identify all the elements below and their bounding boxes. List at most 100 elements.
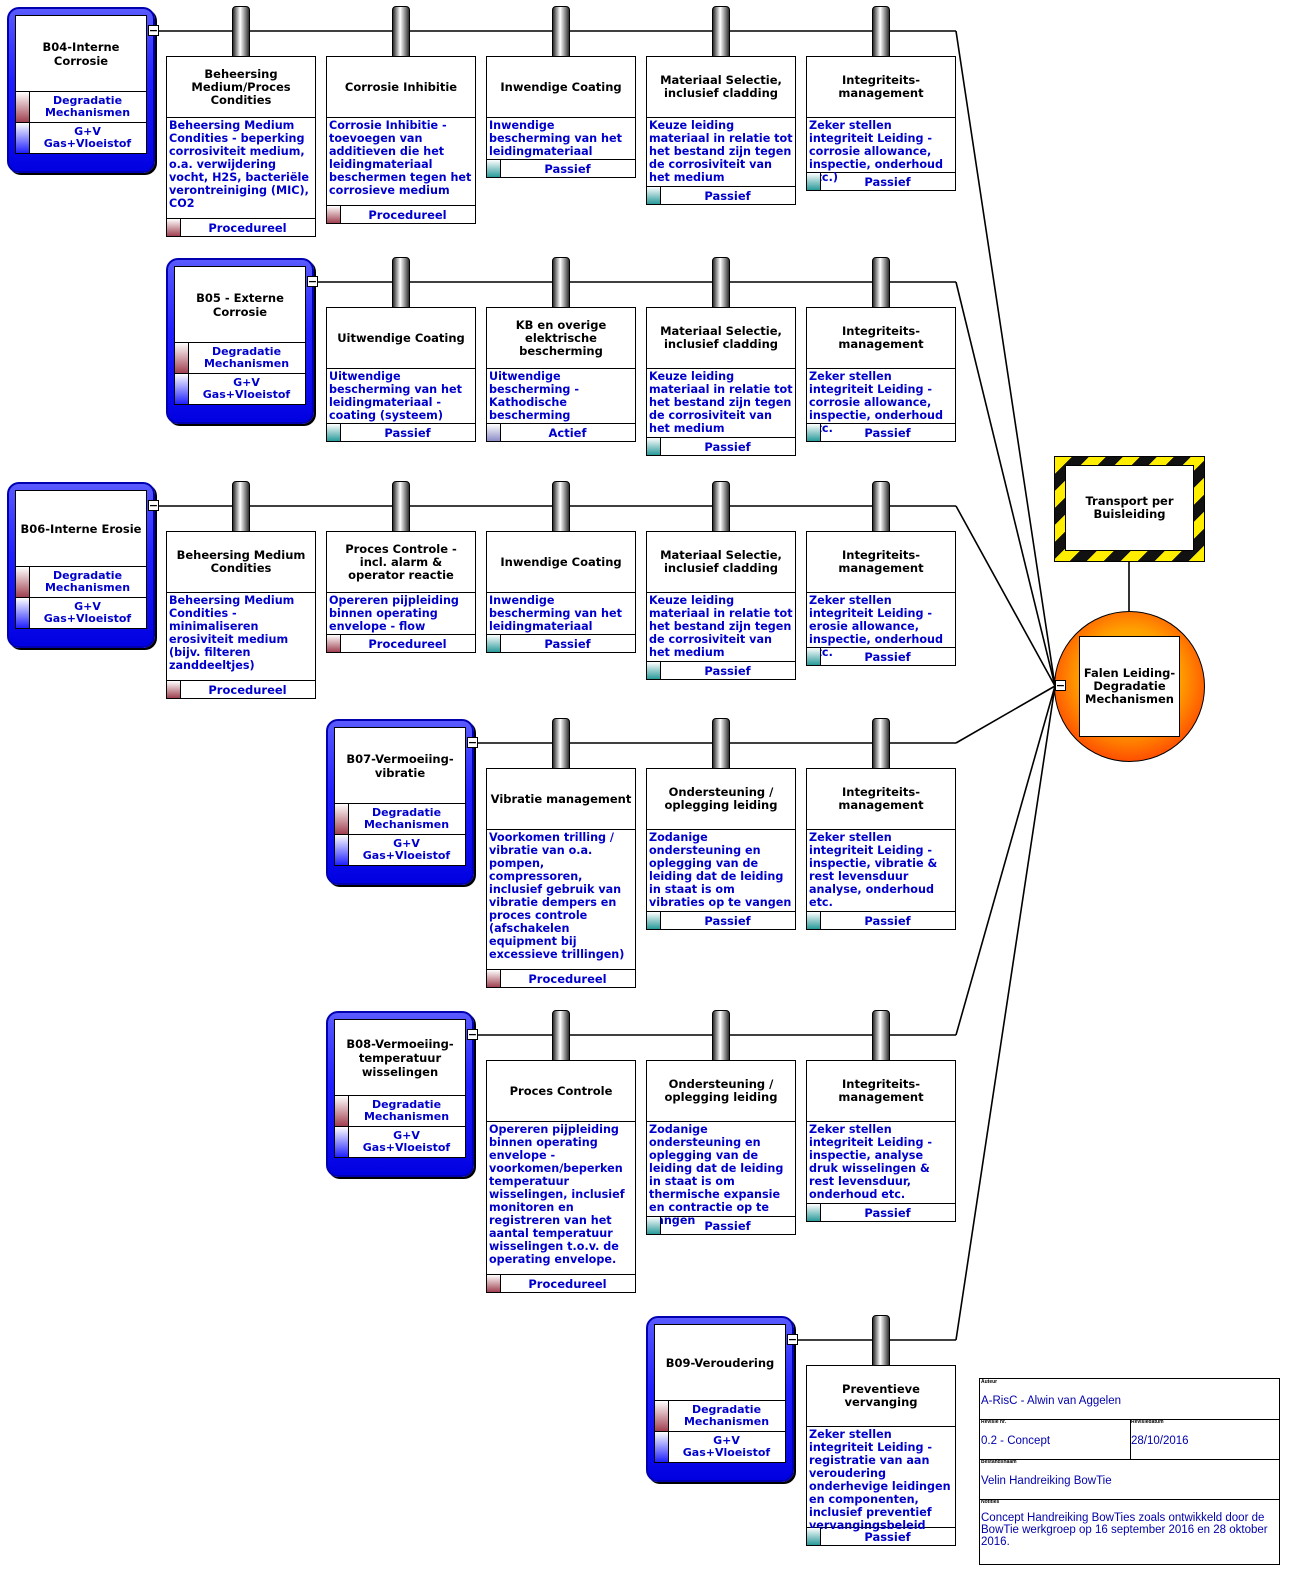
threat-collapse-icon[interactable]: − [787, 1333, 798, 1346]
barrier-type-label: Procedureel [368, 207, 447, 222]
barrier-type-label: Passief [704, 439, 751, 454]
threat-category-label: Degradatie Mechanismen [363, 1097, 450, 1123]
threat-category[interactable]: G+V Gas+Vloeistof [175, 374, 305, 404]
threat-connector [955, 685, 1056, 744]
barrier-type-swatch-icon [647, 438, 661, 455]
barrier-description: Zodanige ondersteuning en oplegging van … [647, 1122, 795, 1227]
barrier-type: Passief [327, 424, 475, 441]
barrier-title: Beheersing Medium Condities [167, 532, 315, 593]
barrier-post-icon [712, 481, 730, 535]
threat-collapse-icon[interactable]: − [467, 1028, 478, 1041]
barrier-title: Inwendige Coating [487, 57, 635, 118]
barrier-title: Beheersing Medium/Proces Condities [167, 57, 315, 118]
hazard-label: Transport per Buisleiding [1065, 465, 1194, 551]
barrier-description: Voorkomen trilling / vibratie van o.a. p… [487, 830, 635, 970]
barrier-type-swatch-icon [487, 1275, 501, 1292]
threat-category-label: G+V Gas+Vloeistof [362, 1128, 451, 1154]
top-event[interactable]: Falen Leiding-Degradatie Mechanismen [1054, 611, 1205, 762]
barrier-description: Zeker stellen integriteit Leiding - insp… [807, 830, 955, 912]
threat-category[interactable]: Degradatie Mechanismen [16, 567, 146, 598]
threat-collapse-icon[interactable]: − [307, 275, 318, 288]
threat-category[interactable]: Degradatie Mechanismen [16, 92, 146, 123]
barrier-post-icon [392, 6, 410, 60]
threat-name: B06-Interne Erosie [16, 491, 146, 567]
threat-collapse-icon[interactable]: − [467, 736, 478, 749]
threat-collapse-icon[interactable]: − [148, 24, 159, 37]
barrier-type: Procedureel [487, 970, 635, 987]
barrier-description: Keuze leiding materiaal in relatie tot h… [647, 369, 795, 438]
barrier-type-label: Passief [384, 425, 431, 440]
threat-category[interactable]: Degradatie Mechanismen [655, 1401, 785, 1432]
threat-name: B08-Vermoeiing-temperatuur wisselingen [335, 1020, 465, 1096]
barrier-title: Corrosie Inhibitie [327, 57, 475, 118]
top-event-collapse-icon[interactable]: − [1055, 679, 1066, 692]
category-swatch-icon [655, 1432, 669, 1462]
threat-category[interactable]: Degradatie Mechanismen [335, 804, 465, 835]
threat-category[interactable]: G+V Gas+Vloeistof [335, 835, 465, 865]
barrier[interactable]: Proces Controle - incl. alarm & operator… [326, 531, 476, 653]
threat-collapse-icon[interactable]: − [148, 499, 159, 512]
barrier-post-icon [712, 257, 730, 311]
barrier-type-swatch-icon [487, 160, 501, 177]
barrier-type: Passief [647, 438, 795, 455]
threat-category[interactable]: G+V Gas+Vloeistof [16, 598, 146, 628]
threat-category[interactable]: G+V Gas+Vloeistof [16, 123, 146, 153]
barrier-title: Integriteits-management [807, 57, 955, 118]
category-swatch-icon [175, 374, 189, 404]
threat-category[interactable]: G+V Gas+Vloeistof [335, 1127, 465, 1157]
threat-category[interactable]: G+V Gas+Vloeistof [655, 1432, 785, 1462]
barrier-type-swatch-icon [327, 206, 341, 223]
barrier-title: Ondersteuning / oplegging leiding [647, 1061, 795, 1122]
barrier-type-label: Passief [544, 636, 591, 651]
threat-category[interactable]: Degradatie Mechanismen [335, 1096, 465, 1127]
barrier-type: Passief [807, 912, 955, 929]
barrier-type-swatch-icon [647, 187, 661, 204]
barrier-title: Integriteits-management [807, 769, 955, 830]
threat-name: B05 - Externe Corrosie [175, 267, 305, 343]
barrier-type: Procedureel [167, 681, 315, 698]
barrier-type: Passief [647, 912, 795, 929]
barrier-type-label: Passief [864, 1205, 911, 1220]
barrier-type-swatch-icon [327, 424, 341, 441]
barrier-type: Passief [647, 1217, 795, 1234]
category-swatch-icon [335, 1096, 349, 1126]
barrier-post-icon [872, 1010, 890, 1064]
barrier-description: Corrosie Inhibitie - toevoegen van addit… [327, 118, 475, 206]
barrier-type-swatch-icon [807, 648, 821, 665]
threat-category[interactable]: Degradatie Mechanismen [175, 343, 305, 374]
hazard[interactable]: Transport per Buisleiding [1054, 456, 1205, 562]
threat-category-label: Degradatie Mechanismen [44, 93, 131, 119]
info-version: 0.2 - Concept [981, 1435, 1051, 1447]
barrier-type-swatch-icon [647, 1217, 661, 1234]
barrier-description: Opereren pijpleiding binnen operating en… [327, 593, 475, 635]
barrier-description: Beheersing Medium Condities - minimalise… [167, 593, 315, 681]
top-event-label: Falen Leiding-Degradatie Mechanismen [1079, 636, 1180, 737]
